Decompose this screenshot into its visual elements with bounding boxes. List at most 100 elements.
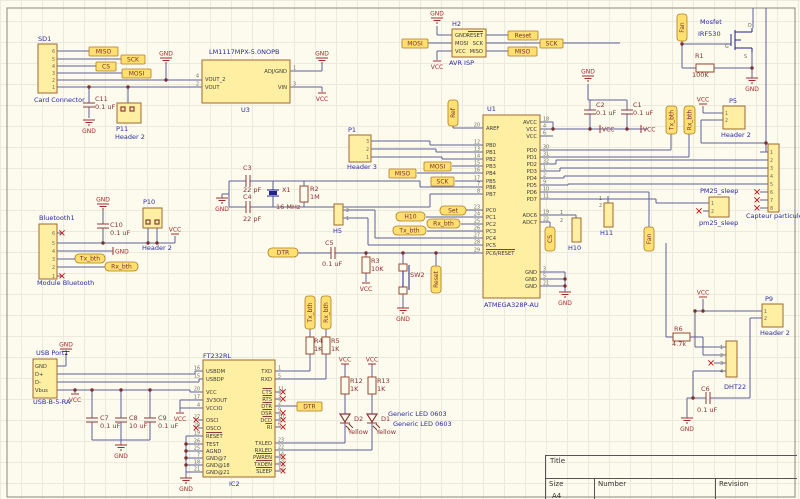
- junction-dot: [750, 66, 754, 70]
- port-label-set[interactable]: [439, 205, 467, 216]
- label-c5: C5: [325, 239, 334, 247]
- net-label-v-cs[interactable]: [544, 226, 556, 252]
- port-label-tx_bth[interactable]: [74, 253, 106, 264]
- label-22-pf: 22 pF: [243, 215, 261, 223]
- net-label-sck[interactable]: [430, 176, 455, 187]
- component-h10[interactable]: [571, 217, 582, 243]
- component-bluetooth1[interactable]: [38, 223, 58, 280]
- component-u3[interactable]: [201, 59, 291, 104]
- component-p11[interactable]: [116, 102, 142, 124]
- net-label-v-rx_bth[interactable]: [320, 295, 332, 330]
- resistor-symbol[interactable]: [305, 336, 315, 355]
- net-label-sck[interactable]: [539, 38, 564, 49]
- resistor-symbol[interactable]: [672, 332, 691, 342]
- label-pc2: PC2: [486, 222, 496, 228]
- label-vcc: VCC: [174, 416, 186, 423]
- port-label-h10[interactable]: [395, 211, 426, 222]
- label-2: 2: [366, 147, 369, 153]
- component-p1[interactable]: [348, 134, 372, 163]
- label-28: 28: [474, 240, 480, 246]
- resistor-symbol[interactable]: [321, 336, 331, 355]
- label-capteur-particules1: Capteur particules1: [746, 212, 800, 220]
- label-yellow: Yellow: [375, 428, 397, 436]
- component-h5[interactable]: [333, 203, 344, 226]
- resistor-symbol[interactable]: [695, 63, 715, 73]
- label-16: 16: [194, 366, 200, 372]
- port-label-rx_bth[interactable]: [104, 261, 139, 272]
- net-label-cs[interactable]: [95, 61, 117, 72]
- crystal-body[interactable]: [269, 191, 277, 195]
- label-test: TEST: [205, 442, 220, 448]
- junction-dot: [146, 241, 150, 245]
- label-yellow: Yellow: [347, 428, 369, 436]
- label-vcc: VCC: [206, 390, 217, 396]
- label-16: 16: [474, 168, 480, 174]
- net-label-mosi[interactable]: [401, 38, 429, 49]
- label-miso: MISO: [395, 171, 411, 178]
- resistor-symbol[interactable]: [361, 256, 371, 274]
- resistor-symbol[interactable]: [367, 376, 377, 395]
- component-u1[interactable]: [482, 114, 541, 299]
- component-pm25-sleep[interactable]: [708, 196, 730, 218]
- net-label-v-reset[interactable]: [430, 265, 442, 294]
- title-block-size-cell: Size A4: [546, 479, 594, 499]
- label-r13: R13: [377, 377, 390, 385]
- label-rxled: RXLED: [255, 448, 272, 454]
- port-label-dtr[interactable]: [267, 247, 299, 258]
- component-p10[interactable]: [142, 207, 163, 229]
- component-h2[interactable]: [451, 28, 487, 58]
- label-h10: H10: [568, 244, 581, 252]
- component-h11[interactable]: [603, 202, 614, 228]
- net-label-miso[interactable]: [388, 168, 417, 179]
- net-label-reset[interactable]: [507, 30, 539, 41]
- label-2: 2: [764, 316, 767, 322]
- net-label-v-ref[interactable]: [447, 99, 459, 127]
- label-11: 11: [278, 387, 284, 393]
- label-vin: VIN: [278, 85, 287, 91]
- net-label-mosi[interactable]: [121, 68, 152, 79]
- component-p5[interactable]: [722, 105, 746, 130]
- net-label-v-rx_bth[interactable]: [683, 105, 696, 135]
- label-usbdp: USBDP: [206, 377, 224, 383]
- label-gnd-7: GND@7: [206, 456, 226, 462]
- label-p11: P11: [116, 125, 128, 133]
- label-pb3: PB3: [486, 164, 496, 170]
- component-capteur-particules1[interactable]: [767, 143, 780, 213]
- label-osco: OSCO: [206, 426, 221, 432]
- label-avr-isp: AVR ISP: [449, 59, 474, 67]
- resistor-symbol[interactable]: [340, 376, 350, 395]
- switch-contact[interactable]: [398, 263, 408, 272]
- net-label-v-fan[interactable]: [643, 226, 655, 252]
- component-dht22[interactable]: [725, 340, 738, 378]
- net-label-miso[interactable]: [88, 46, 119, 57]
- label-osci: OSCI: [206, 418, 219, 424]
- net-label-v-tx_bth[interactable]: [665, 105, 678, 135]
- net-label-v-tx_bth[interactable]: [304, 295, 316, 330]
- net-label-v-fan[interactable]: [676, 13, 688, 42]
- no-connect-icon: [708, 360, 714, 366]
- component-usb-port1[interactable]: [32, 358, 58, 399]
- no-connect-icon: [696, 208, 702, 214]
- net-label-dtr[interactable]: [296, 401, 323, 412]
- label-4: 4: [52, 249, 55, 255]
- led-symbol[interactable]: [338, 413, 352, 424]
- resistor-symbol[interactable]: [299, 185, 309, 203]
- label-2: 2: [278, 401, 281, 407]
- led-symbol[interactable]: [365, 413, 379, 424]
- component-p9[interactable]: [761, 303, 784, 328]
- net-label-mosi[interactable]: [423, 161, 452, 172]
- component-ic2[interactable]: [202, 359, 276, 478]
- label-gnd: GND: [82, 128, 96, 135]
- pin-mark: [120, 106, 126, 112]
- label-gnd: GND: [215, 206, 229, 213]
- net-label-sck[interactable]: [120, 54, 146, 65]
- port-label-tx_bth[interactable]: [392, 225, 427, 236]
- net-label-miso[interactable]: [507, 46, 538, 57]
- label-100k: 100K: [692, 71, 709, 79]
- port-label-rx_bth[interactable]: [426, 218, 461, 229]
- junction-dot: [551, 127, 555, 131]
- switch-contact[interactable]: [398, 286, 408, 295]
- component-sd1[interactable]: [37, 43, 58, 94]
- label-2: 2: [52, 265, 55, 271]
